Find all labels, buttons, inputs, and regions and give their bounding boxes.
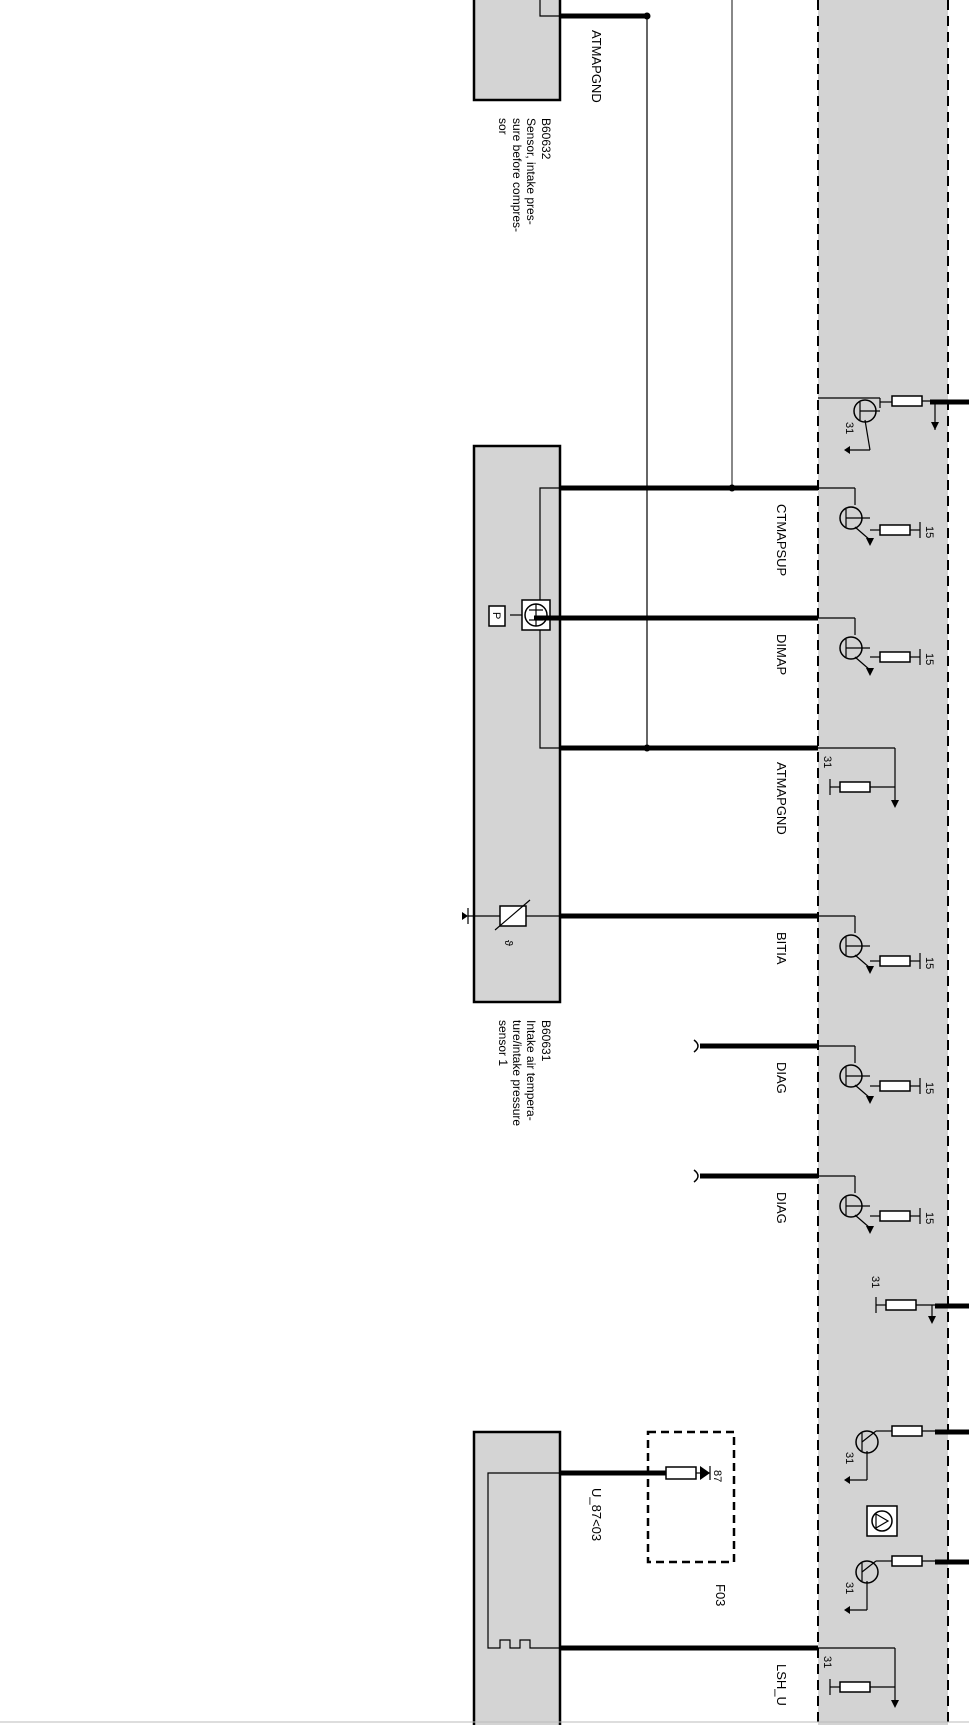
pin-15-diag-2: 15 [923,1212,935,1224]
fuse-pin-87: 87 [711,1470,723,1482]
ctmapsup-label: CTMAPSUP [774,504,789,576]
ground-symbol-icon [866,1505,898,1537]
pressure-symbol-icon: P [488,605,506,627]
sensor-b60632-desc-2: sure before compres- [510,118,524,232]
bitia-label: BITIA [774,932,789,965]
pin-31-ground: 31 [869,1276,881,1288]
atmapgnd-top-label: ATMAPGND [589,30,604,103]
pin-31-lower-1: 31 [843,1452,855,1464]
pin-31-top: 31 [843,422,855,434]
control-unit-area [817,0,949,1725]
sensor-b60631-caption: B60631 Intake air tempera- ture/intake p… [496,1020,553,1126]
fuse-f03-label: F03 [713,1584,728,1606]
junction-dot [643,744,651,752]
temperature-sensor-icon: ϑ [462,899,560,946]
driver-lsh [818,1647,899,1708]
sensor-b60631-desc-1: Intake air tempera- [524,1020,538,1121]
sensor-b60632-id: B60632 [539,118,553,160]
temperature-symbol-label: ϑ [502,940,514,946]
pin-31-atmapgnd: 31 [821,756,833,768]
driver-atmapgnd [818,747,899,808]
sensor-b60631-id: B60631 [539,1020,553,1062]
pin-15-diag-1: 15 [923,1082,935,1094]
diag-1-label: DIAG [774,1062,789,1094]
output-transistor-lower-2 [844,1555,969,1614]
sensor-b60632-caption: B60632 Sensor, intake pres- sure before … [496,118,553,232]
ground-resistor-31 [875,1297,969,1324]
driver-diag-2 [818,1175,921,1234]
sensor-b60631-desc-2: ture/intake pressure [510,1020,524,1126]
lsh-label: LSH_U [774,1664,789,1706]
u87-label: U_87<03 [589,1488,604,1541]
sensor-b60632-desc-1: Sensor, intake pres- [524,118,538,225]
pin-15-ctmapsup: 15 [923,526,935,538]
driver-diag-1 [818,1045,921,1104]
component-bottom [472,1430,562,1725]
pin-31-lower-2: 31 [843,1582,855,1594]
junction-dot [728,484,736,492]
pin-15-bitia: 15 [923,957,935,969]
connector-arrow-icon [693,1039,699,1053]
driver-ctmapsup [818,487,921,546]
atmapgnd-label: ATMAPGND [774,762,789,835]
pressure-sensor-icon [510,599,551,631]
output-transistor-lower-1 [844,1425,969,1484]
sensor-b60631-desc-3: sensor 1 [496,1020,510,1066]
sensor-b60632 [472,0,562,102]
sensor-b60632-desc-3: sor [496,118,510,135]
driver-dimap [818,617,921,676]
pin-31-lsh: 31 [821,1656,833,1668]
pin-15-dimap: 15 [923,653,935,665]
diag-2-label: DIAG [774,1192,789,1224]
dimap-label: DIMAP [774,634,789,675]
driver-bitia [818,915,921,974]
fuse-f03 [646,1430,736,1564]
connector-arrow-icon [693,1169,699,1183]
output-transistor-top [818,395,969,454]
sensor-b60631: P ϑ [462,444,562,1004]
pressure-symbol-label: P [490,612,502,619]
